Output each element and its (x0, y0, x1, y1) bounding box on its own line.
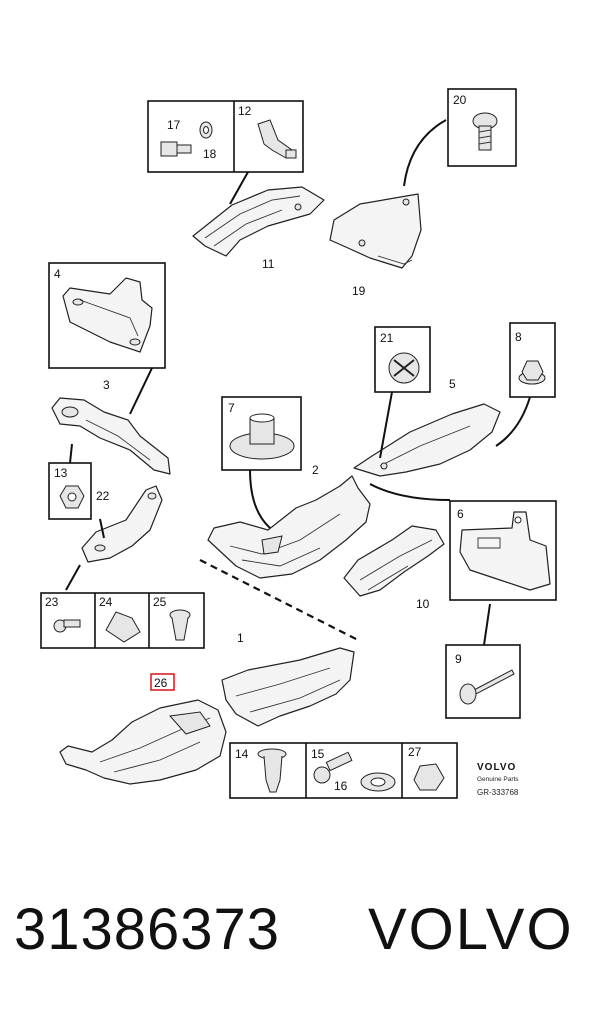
callout-22: 22 (96, 489, 110, 503)
detail-box-21: 21 (374, 326, 431, 393)
push-clip-icon (257, 748, 287, 793)
washer-icon (360, 772, 396, 792)
heat-shield-part-10: 10 (343, 525, 445, 611)
callout-19: 19 (352, 284, 366, 298)
detail-box-13: 13 (48, 462, 92, 520)
flange-nut-icon (518, 360, 546, 385)
callout-2: 2 (312, 463, 319, 477)
detail-box-20: 20 (447, 88, 517, 167)
callout-1: 1 (237, 631, 244, 645)
detail-box-17-18-12: 17 18 12 (147, 100, 304, 173)
callout-9: 9 (455, 652, 462, 666)
heat-shield-part-5: 5 (353, 377, 501, 477)
callout-5: 5 (449, 377, 456, 391)
callout-6: 6 (457, 507, 464, 521)
callout-20: 20 (453, 93, 467, 107)
callout-4: 4 (54, 267, 61, 281)
callout-10: 10 (416, 597, 430, 611)
detail-box-14-15-16-27: 14 15 16 27 (229, 742, 458, 799)
leader-arrows (65, 119, 531, 646)
brand-name: VOLVO (368, 897, 574, 962)
heat-shield-bracket-icon (62, 277, 153, 353)
screw-icon (472, 112, 498, 151)
screw-washer-icon (53, 619, 81, 633)
detail-box-4: 4 (48, 262, 166, 369)
star-clip-icon (388, 352, 420, 384)
mounting-bracket-icon (459, 511, 551, 591)
detail-box-9: 9 (445, 644, 521, 719)
heat-shield-part-19: 19 (329, 193, 422, 298)
callout-14: 14 (235, 747, 249, 761)
callout-25: 25 (153, 595, 167, 609)
detail-box-23-24-25: 23 24 25 (40, 592, 205, 649)
callout-23: 23 (45, 595, 59, 609)
bolt-icon (160, 141, 192, 157)
brand-block: VOLVO Genuine Parts GR-333768 (477, 762, 519, 797)
flange-bolt-icon (313, 751, 353, 784)
callout-12: 12 (238, 104, 252, 118)
callout-3: 3 (103, 378, 110, 392)
brand-subtitle: Genuine Parts (477, 776, 519, 783)
clip-fastener-icon (257, 119, 297, 159)
detail-box-8: 8 (509, 322, 556, 398)
diagram-code: GR-333768 (477, 788, 519, 797)
heat-shield-part-1: 1 (221, 631, 355, 727)
callout-8: 8 (515, 330, 522, 344)
bracket-part-22: 22 (81, 485, 163, 563)
detail-box-6: 6 (449, 500, 557, 601)
callout-13: 13 (54, 466, 68, 480)
brand-logo: VOLVO (477, 762, 516, 773)
callout-18: 18 (203, 147, 217, 161)
callout-26-highlight (150, 673, 175, 691)
callout-17: 17 (167, 118, 181, 132)
callout-27: 27 (408, 745, 422, 759)
speed-clip-icon (105, 611, 141, 643)
nut-icon (59, 485, 85, 509)
blind-rivet-icon (459, 669, 515, 705)
callout-24: 24 (99, 595, 113, 609)
clip-nut-icon (413, 763, 445, 791)
callout-11: 11 (262, 257, 275, 271)
heat-shield-part-26: 26 (59, 673, 227, 785)
heat-shield-part-2: 2 (207, 463, 371, 579)
callout-26: 26 (154, 676, 168, 690)
detail-box-7: 7 (221, 396, 302, 471)
part-number: 31386373 (14, 897, 281, 962)
callout-21: 21 (380, 331, 394, 345)
heat-shield-part-11: 11 (192, 186, 325, 271)
push-rivet-icon (169, 609, 191, 641)
exploded-parts-diagram: 17 18 12 20 11 (40, 88, 557, 799)
grommet-nut-icon (229, 413, 295, 460)
callout-15: 15 (311, 747, 325, 761)
callout-7: 7 (228, 401, 235, 415)
callout-16: 16 (334, 779, 348, 793)
heat-shield-part-3: 3 (51, 378, 171, 475)
washer-icon (199, 121, 213, 139)
